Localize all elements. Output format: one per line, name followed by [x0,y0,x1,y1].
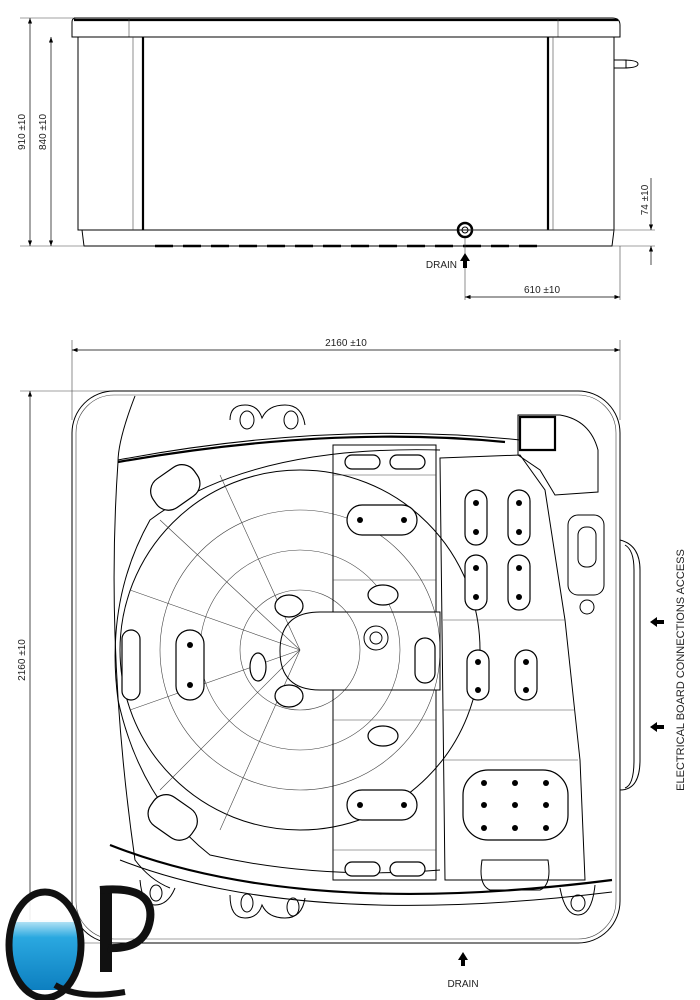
drain-label-side: DRAIN [426,260,457,271]
electrical-arrow-1 [650,617,664,627]
electrical-access-label: ELECTRICAL BOARD CONNECTIONS ACCESS [675,549,687,791]
drain-arrow-side: DRAIN [426,253,470,271]
drain-arrow-plan: DRAIN [447,952,479,990]
corner-seat-area [114,449,481,874]
plan-view: 2160 ±10 2160 ±10 [17,338,687,990]
qp-logo [5,885,155,1000]
jet-nozzles [187,500,549,831]
side-connector [613,59,639,69]
jets [121,454,569,877]
electrical-arrow-2 [650,722,664,732]
dimension-width-label: 2160 ±10 [325,338,367,349]
mounting-lugs [139,404,596,919]
dimension-910-label: 910 ±10 [17,114,28,151]
dimension-610-label: 610 ±10 [524,285,561,296]
dimension-74: 74 ±10 [470,178,655,265]
dimension-2160-width: 2160 ±10 [71,338,621,420]
dimension-910: 910 ±10 [17,17,84,247]
dimension-2160-depth: 2160 ±10 [17,390,110,944]
dimension-840: 840 ±10 [38,37,54,246]
drain-label-plan: DRAIN [447,979,478,990]
dimension-610: 610 ±10 [464,238,621,300]
side-elevation: 910 ±10 840 ±10 74 ±10 610 ±10 DRAIN [17,17,655,300]
dimension-74-label: 74 ±10 [640,184,651,215]
dimension-depth-label: 2160 ±10 [17,639,28,681]
dimension-840-label: 840 ±10 [38,114,49,151]
